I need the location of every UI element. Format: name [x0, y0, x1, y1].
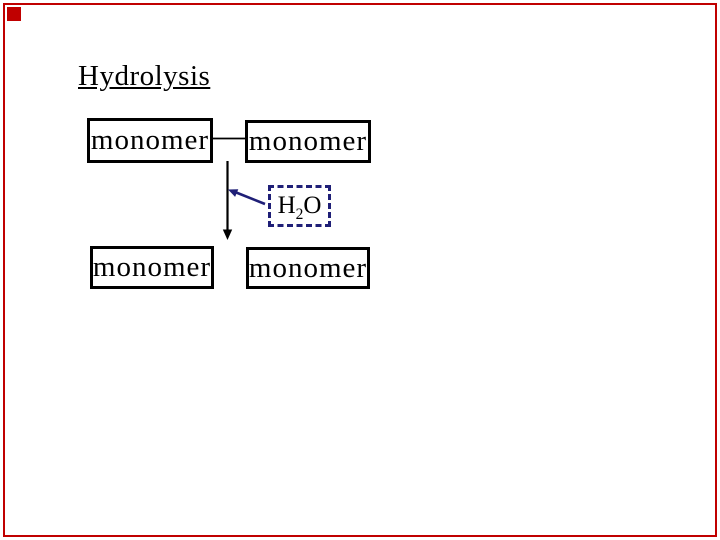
water-element-h: H: [277, 192, 296, 219]
water-arrow-head: [228, 189, 239, 197]
water-arrow-line: [234, 190, 266, 206]
monomer-box-top-left: monomer: [87, 118, 213, 163]
water-element-o: O: [303, 192, 322, 219]
monomer-label: monomer: [248, 251, 368, 284]
monomer-box-bottom-right: monomer: [246, 247, 370, 289]
water-formula: H2O: [277, 192, 322, 223]
monomer-label: monomer: [90, 124, 210, 156]
monomer-box-top-right: monomer: [245, 120, 371, 163]
water-box: H2O: [268, 185, 331, 227]
slide-title: Hydrolysis: [78, 60, 211, 92]
down-arrow-head: [222, 229, 233, 240]
monomer-label: monomer: [92, 251, 212, 283]
monomer-box-bottom-left: monomer: [90, 246, 214, 289]
monomer-label: monomer: [248, 125, 368, 157]
red-corner-square: [7, 7, 21, 21]
water-subscript: 2: [295, 206, 304, 223]
